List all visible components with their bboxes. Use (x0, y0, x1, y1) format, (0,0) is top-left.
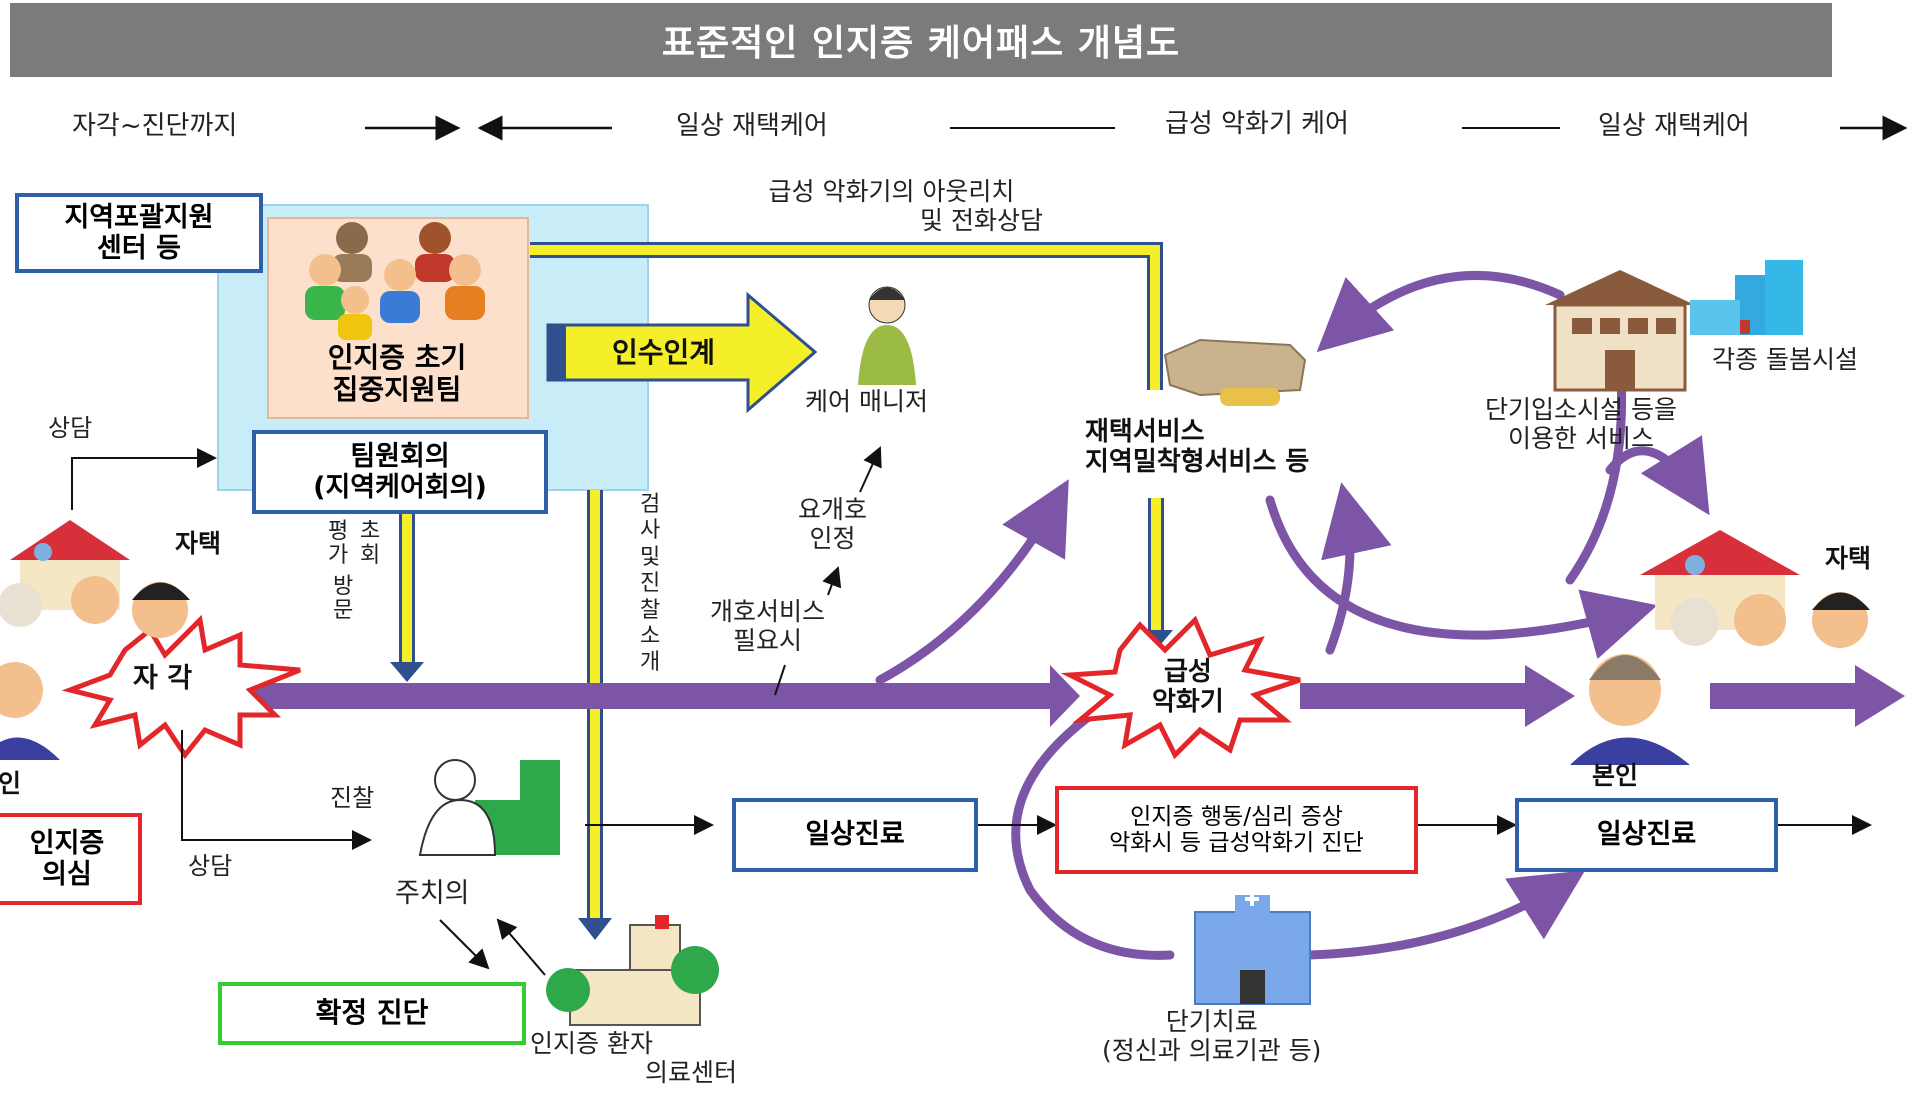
doctor-icon (418, 759, 560, 856)
self-label-left: 인 (0, 769, 22, 798)
definitive-diagnosis-box: 확정 진단 (218, 982, 526, 1045)
family-doctor-label: 주치의 (395, 878, 470, 909)
self-label-right: 본인 (1592, 761, 1639, 790)
short-stay-line1: 단기입소시설 등을 (1485, 395, 1677, 424)
short-stay-line2: 이용한 서비스 (1508, 423, 1654, 453)
woman-icon (858, 286, 916, 385)
acute-diagnosis-line1: 인지증 행동/심리 증상 (1130, 803, 1343, 830)
phase-label-awareness: 자각~진단까지 (72, 111, 238, 141)
short-treatment-label: 단기치료 (정신과 의료기관 등) (1102, 1007, 1322, 1066)
daily-care-box-2: 일상진료 (1515, 798, 1778, 872)
initial-team-label: 인지증 초기 집중지원팀 (288, 338, 506, 410)
consult-label-bottom: 상담 (188, 852, 233, 880)
explosion-icon-acute (1060, 615, 1301, 760)
community-center-line2: 센터 등 (97, 233, 181, 264)
care-need-line2: 필요시 (733, 625, 803, 655)
dementia-suspect-box: 인지증 의심 (0, 813, 142, 905)
outreach-line1: 급성 악화기의 아웃리치 (768, 177, 1015, 206)
team-meeting-box: 팀원회의 (지역케어회의) (252, 430, 548, 514)
acute-diagnosis-line2: 악화시 등 급성악화기 진단 (1109, 830, 1364, 856)
team-meeting-line1: 팀원회의 (350, 440, 450, 472)
hospital-icon (546, 915, 719, 1026)
explosion-icon (61, 614, 301, 760)
house-icon-right (1640, 530, 1870, 648)
patient-center-line2: 의료센터 (645, 1057, 738, 1087)
home-service-icon (1163, 338, 1307, 406)
initial-team-line2: 집중지원팀 (332, 373, 462, 406)
initial-team-line1: 인지증 초기 (327, 340, 467, 374)
acute-line2: 악화기 (1152, 686, 1224, 717)
home-label-left: 자택 (175, 529, 222, 558)
outreach-line2: 및 전화상담 (920, 205, 1043, 235)
main-timeline (255, 665, 1905, 727)
handover-label: 인수인계 (612, 336, 716, 369)
phase-label-daily-care-1: 일상 재택케어 (676, 111, 828, 141)
page-title: 표준적인 인지증 케어패스 개념도 (661, 23, 1181, 64)
visit-eval-col3: 방문 (333, 574, 354, 624)
people-group-icon (305, 222, 485, 340)
patient-center-label: 인지증 환자 의료센터 (530, 1029, 738, 1088)
phase-label-daily-care-2: 일상 재택케어 (1598, 111, 1750, 141)
phase-label-acute: 급성 악화기 케어 (1165, 109, 1349, 139)
examination-label: 진찰 (330, 784, 375, 812)
short-stay-label: 단기입소시설 등을 이용한 서비스 (1485, 395, 1677, 454)
awareness-label: 자 각 (133, 663, 193, 694)
daily-care-box-1: 일상진료 (732, 798, 978, 872)
community-center-box: 지역포괄지원 센터 등 (15, 193, 263, 273)
outreach-label: 급성 악화기의 아웃리치 및 전화상담 (740, 177, 1043, 236)
short-treatment-line1: 단기치료 (1165, 1007, 1258, 1036)
acute-line1: 급성 (1163, 657, 1212, 687)
elderly-person-icon-left (0, 662, 60, 760)
acute-diagnosis-box: 인지증 행동/심리 증상 악화시 등 급성악화기 진단 (1055, 786, 1418, 874)
building-icon (1545, 270, 1695, 392)
care-facility-icon (1690, 260, 1803, 335)
care-cert-label: 요개호 인정 (798, 495, 868, 554)
elderly-person-icon-right (1570, 654, 1690, 765)
consult-label-top: 상담 (48, 414, 93, 442)
visit-eval-col1: 평가 (328, 519, 349, 569)
patient-center-line1: 인지증 환자 (530, 1029, 653, 1058)
connector-lines (71, 446, 1872, 976)
house-icon-left (0, 520, 190, 638)
care-manager-label: 케어 매니저 (805, 387, 928, 416)
dementia-suspect-line1: 인지증 (29, 827, 105, 859)
handover-arrow (546, 291, 818, 414)
care-facility-label: 각종 돌봄시설 (1712, 345, 1858, 374)
acute-label: 급성 악화기 (1152, 657, 1224, 718)
team-meeting-line2: (지역케어회의) (313, 472, 487, 503)
home-label-right: 자택 (1825, 544, 1872, 573)
care-cert-line2: 인정 (809, 523, 856, 553)
outreach-connector (530, 242, 1163, 390)
dementia-suspect-line2: 의심 (42, 859, 92, 890)
care-cert-line1: 요개호 (798, 495, 868, 524)
title-bar: 표준적인 인지증 케어패스 개념도 (10, 3, 1832, 77)
visit-eval-col2: 초회 (360, 519, 381, 569)
home-service-line2: 지역밀착형서비스 등 (1085, 446, 1310, 477)
home-service-label: 재택서비스 지역밀착형서비스 등 (1085, 417, 1310, 478)
care-need-line1: 개호서비스 (710, 597, 826, 626)
short-treatment-hospital-icon (1194, 892, 1311, 1005)
short-treatment-line2: (정신과 의료기관 등) (1102, 1035, 1322, 1065)
community-center-line1: 지역포괄지원 (64, 201, 214, 233)
home-service-line1: 재택서비스 (1085, 417, 1205, 447)
care-need-label: 개호서비스 필요시 (710, 597, 826, 656)
exam-referral-label: 검사및진찰소개 (640, 492, 661, 676)
